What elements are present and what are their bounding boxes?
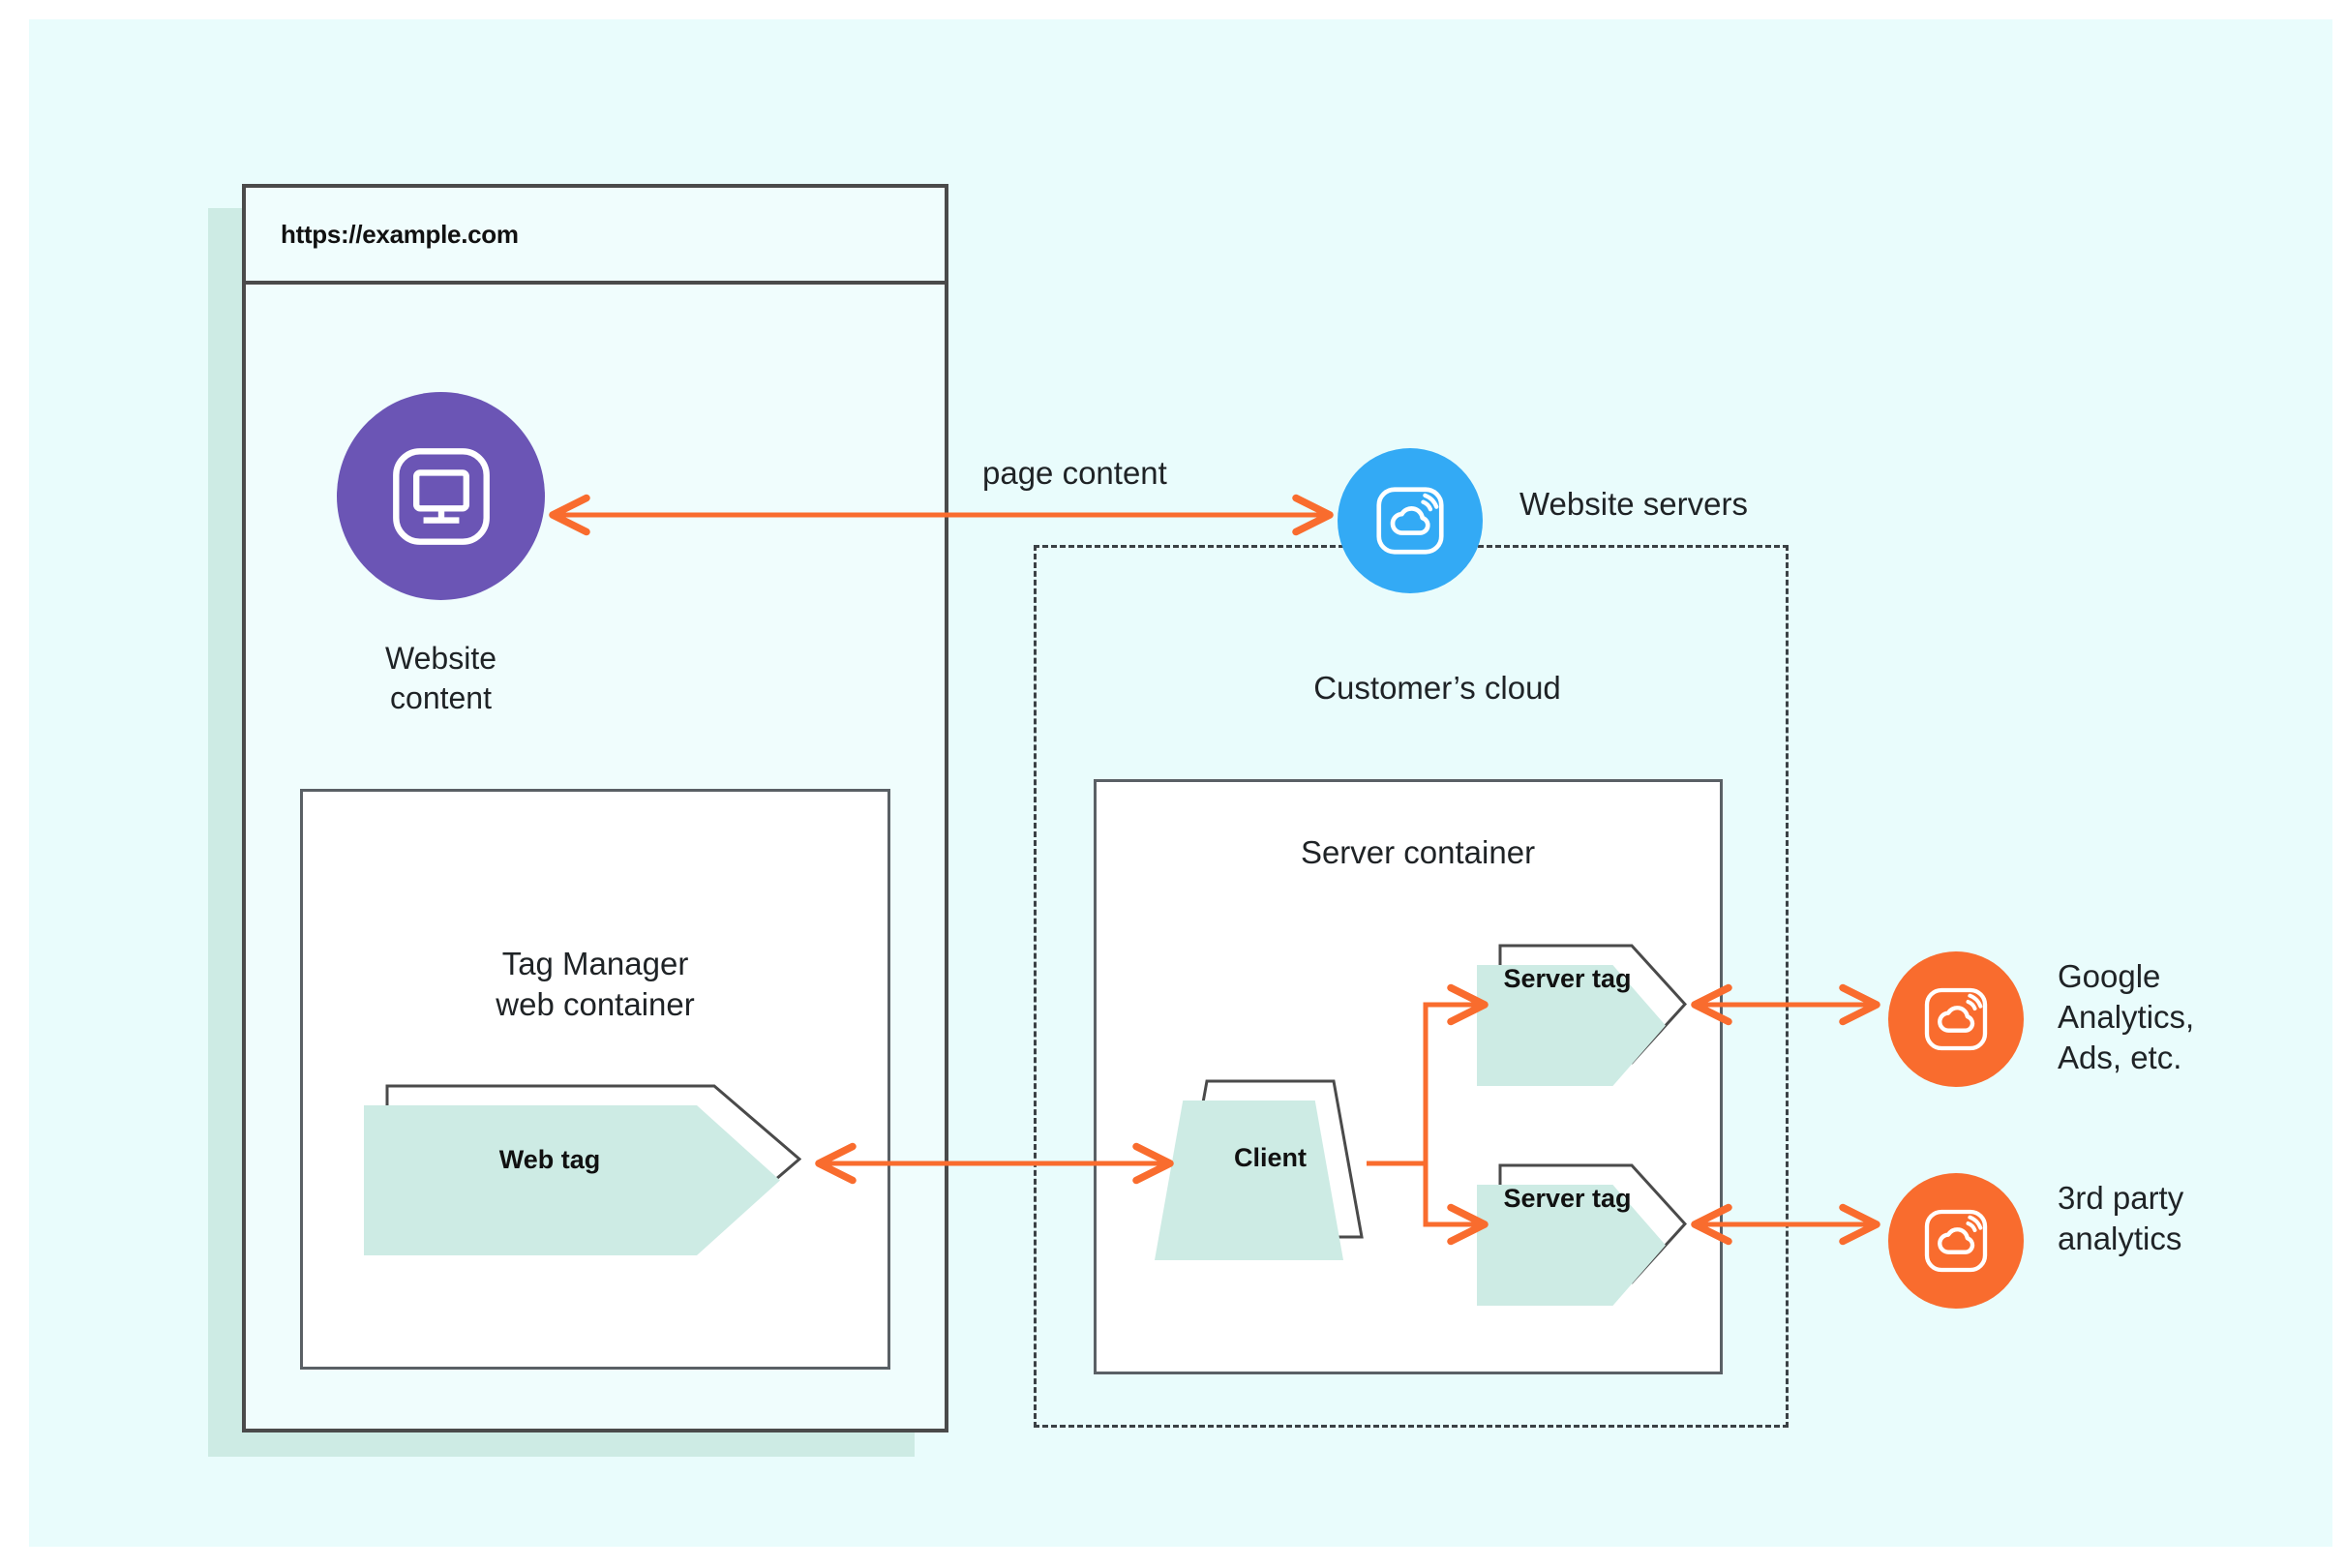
arrow-client-to-servertag-1 xyxy=(1367,983,1489,1166)
google-analytics-label: Google Analytics, Ads, etc. xyxy=(2058,958,2195,1076)
third-party-analytics-label: 3rd party analytics xyxy=(2058,1180,2184,1257)
website-content-node xyxy=(337,392,545,600)
diagram-canvas: https://example.com Tag Manager web cont… xyxy=(29,19,2332,1547)
server-tag-1-label: Server tag xyxy=(1503,964,1632,993)
server-tag-1: Server tag xyxy=(1477,944,1688,1086)
google-analytics-node xyxy=(1888,951,2024,1087)
arrow-client-to-servertag-2 xyxy=(1367,1161,1489,1246)
server-tag-2-label: Server tag xyxy=(1503,1184,1632,1213)
page-content-edge-label: page content xyxy=(982,455,1167,491)
connector-arrows: website servers circle --> client --> Go… xyxy=(549,494,1880,1246)
web-tag-label: Web tag xyxy=(498,1145,601,1174)
cloud-server-icon xyxy=(1924,1209,1988,1273)
cloud-server-icon xyxy=(1924,987,1988,1051)
monitor-icon xyxy=(392,447,490,545)
web-tag-shadow xyxy=(364,1105,780,1255)
client-label: Client xyxy=(1233,1143,1307,1172)
client-shadow xyxy=(1155,1101,1343,1260)
server-container-label: Server container xyxy=(1300,834,1536,870)
customers-cloud-label: Customer’s cloud xyxy=(1313,670,1561,706)
tag-manager-web-container xyxy=(300,789,890,1370)
client-node: Client xyxy=(1155,1079,1365,1260)
website-servers-label: Website servers xyxy=(1519,486,1748,522)
server-tag-2: Server tag xyxy=(1477,1163,1688,1306)
third-party-analytics-node xyxy=(1888,1173,2024,1309)
web-tag: Web tag xyxy=(364,1084,802,1255)
browser-url-bar[interactable]: https://example.com xyxy=(246,188,945,285)
tag-manager-web-container-label: Tag Manager web container xyxy=(496,946,695,1023)
website-content-label: Website content xyxy=(384,641,496,715)
browser-url-text: https://example.com xyxy=(281,219,519,249)
cloud-server-icon xyxy=(1376,487,1444,555)
website-servers-node xyxy=(1338,448,1483,593)
